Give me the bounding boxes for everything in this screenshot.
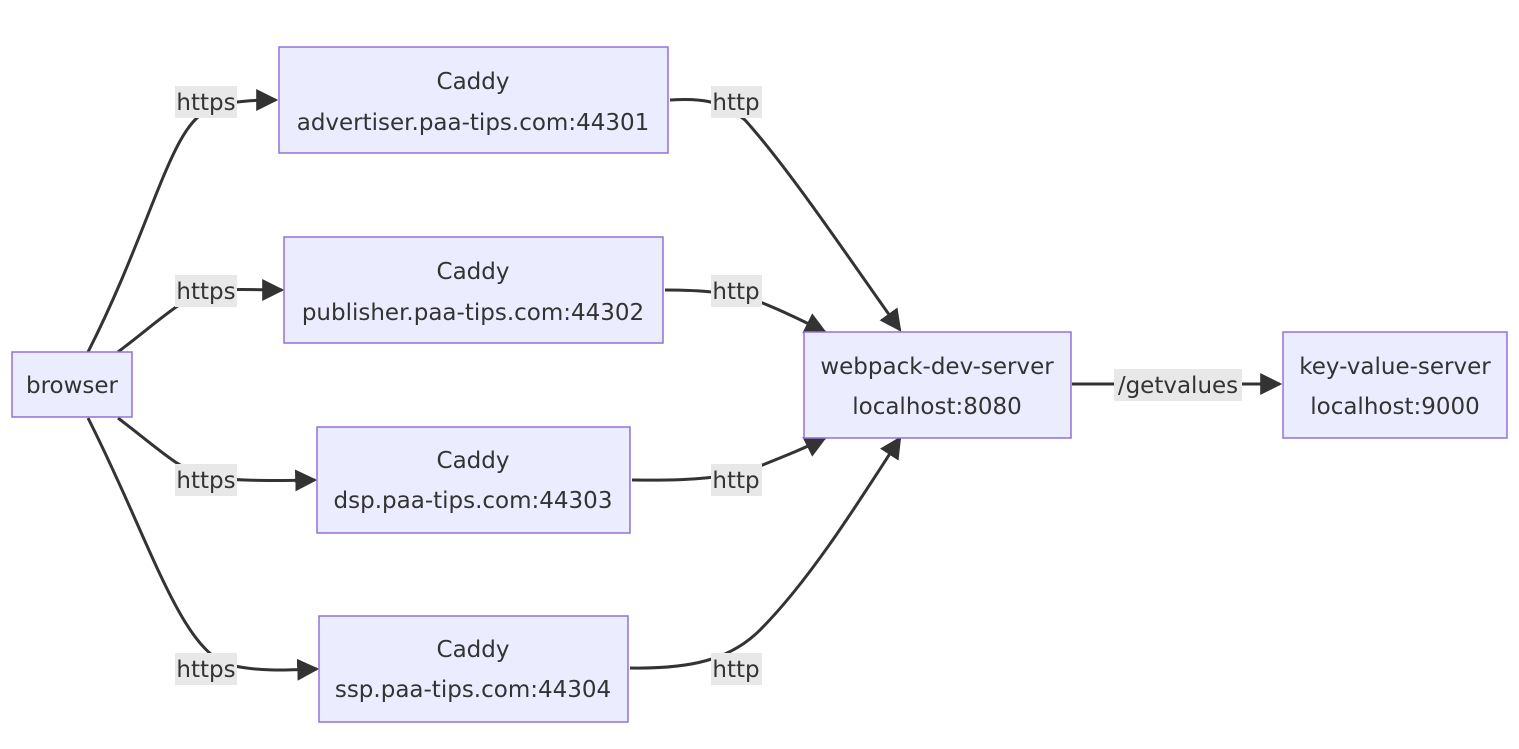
edge-label-caddy2-webpack: http [711, 275, 762, 307]
nodes: browser Caddy advertiser.paa-tips.com:44… [11, 46, 1508, 723]
edge-label-text: https [176, 90, 235, 116]
node-caddy-dsp-title: Caddy [437, 448, 510, 474]
edge-label-caddy1-webpack: http [711, 86, 762, 118]
node-caddy-advertiser: Caddy advertiser.paa-tips.com:44301 [278, 46, 669, 154]
node-caddy-publisher-host: publisher.paa-tips.com:44302 [302, 300, 644, 326]
node-caddy-advertiser-title: Caddy [437, 69, 510, 95]
edge-browser-caddy4 [86, 417, 320, 681]
node-webpack-host: localhost:8080 [852, 394, 1022, 420]
node-key-value-server: key-value-server localhost:9000 [1282, 331, 1508, 439]
edge-label-browser-caddy3: https [175, 464, 237, 496]
node-caddy-ssp: Caddy ssp.paa-tips.com:44304 [318, 615, 629, 723]
edge-browser-caddy1 [86, 89, 279, 353]
edge-label-text: http [712, 468, 759, 494]
edge-label-browser-caddy2: https [175, 275, 237, 307]
node-caddy-ssp-title: Caddy [437, 637, 510, 663]
edge-label-text: https [176, 468, 235, 494]
edge-caddy1-webpack [669, 97, 902, 332]
node-webpack-title: webpack-dev-server [820, 354, 1054, 380]
node-caddy-dsp: Caddy dsp.paa-tips.com:44303 [316, 426, 631, 534]
node-webpack-dev-server: webpack-dev-server localhost:8080 [803, 331, 1072, 439]
edge-label-text: http [712, 90, 759, 116]
edge-label-text: https [176, 279, 235, 305]
edge-label-text: https [176, 657, 235, 683]
edge-label-caddy3-webpack: http [711, 464, 762, 496]
node-kv-host: localhost:9000 [1310, 394, 1480, 420]
node-caddy-advertiser-host: advertiser.paa-tips.com:44301 [297, 110, 650, 136]
edge-label-browser-caddy1: https [175, 86, 237, 118]
edge-labels: https https https https http http http [175, 86, 1242, 685]
edge-label-caddy4-webpack: http [711, 653, 762, 685]
node-caddy-publisher: Caddy publisher.paa-tips.com:44302 [283, 236, 664, 344]
node-kv-title: key-value-server [1299, 354, 1491, 380]
node-caddy-ssp-host: ssp.paa-tips.com:44304 [335, 677, 611, 703]
edges [86, 89, 1283, 681]
node-browser: browser [11, 351, 133, 418]
node-caddy-publisher-title: Caddy [437, 259, 510, 285]
edge-label-browser-caddy4: https [175, 653, 237, 685]
edge-label-text: http [712, 279, 759, 305]
node-browser-label: browser [26, 373, 119, 399]
node-caddy-dsp-host: dsp.paa-tips.com:44303 [334, 488, 613, 514]
edge-label-text: /getvalues [1118, 373, 1238, 399]
edge-label-webpack-kv: /getvalues [1114, 369, 1242, 401]
edge-label-text: http [712, 657, 759, 683]
edge-caddy4-webpack [629, 436, 902, 670]
